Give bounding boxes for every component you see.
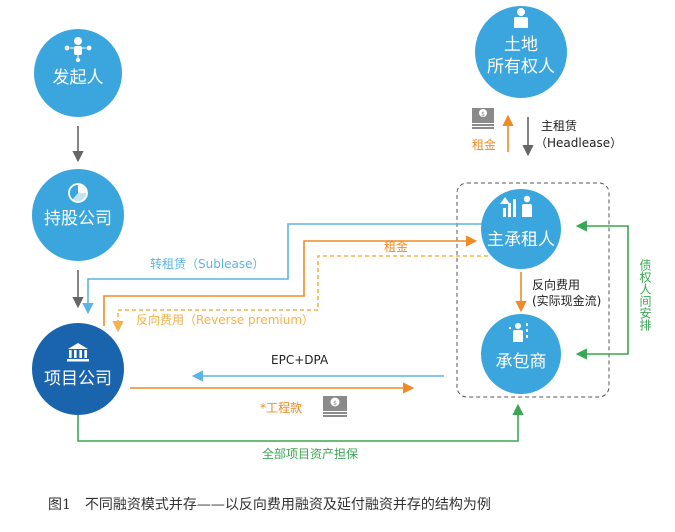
- edge-label-guarantee: 全部项目资产担保: [262, 446, 358, 461]
- edge-label-sublease: 转租赁（Sublease）: [150, 256, 265, 271]
- edge-label-reverse-cash-1: 反向费用: [532, 277, 580, 292]
- edge-label-creditor: 债权人间安排: [638, 259, 652, 331]
- people-network-icon: [64, 37, 92, 63]
- node-contractor: 承包商: [481, 314, 561, 394]
- reverse-premium-arrow: [112, 255, 488, 333]
- edge-label-rent-mid: 租金: [384, 239, 408, 254]
- worker-icon: [509, 323, 528, 342]
- node-label-landowner-1: 土地: [504, 35, 538, 55]
- node-initiator: 发起人: [34, 29, 122, 117]
- guarantee-arrow: [77, 403, 524, 442]
- edge-label-headlease-1: 主租赁: [541, 119, 577, 133]
- money-icon: $: [472, 108, 494, 129]
- node-holding: 持股公司: [32, 169, 124, 261]
- edge-label-epc: EPC+DPA: [271, 353, 329, 367]
- person-icon: [514, 8, 528, 28]
- node-label-project: 项目公司: [44, 369, 112, 389]
- edge-label-headlease-2: （Headlease）: [535, 136, 622, 150]
- svg-text:$: $: [481, 111, 485, 118]
- bank-icon: [67, 343, 89, 362]
- figure-caption: 图1 不同融资模式并存——以反向费用融资及延付融资并存的结构为例: [48, 497, 491, 513]
- rent-mid-arrow: [103, 235, 478, 326]
- node-label-initiator: 发起人: [53, 68, 104, 88]
- node-label-contractor: 承包商: [496, 352, 547, 372]
- node-label-lessee: 主承租人: [487, 230, 555, 250]
- node-label-holding: 持股公司: [44, 209, 112, 229]
- edge-label-reverse-premium: 反向费用（Reverse premium）: [136, 312, 314, 327]
- creditor-arrow-bottom: [575, 290, 629, 360]
- growth-person-icon: [500, 195, 532, 217]
- node-lessee: 主承租人: [481, 189, 561, 269]
- node-label-landowner-2: 所有权人: [487, 57, 555, 77]
- money-icon: $: [323, 396, 347, 417]
- lessee-group-box: [456, 182, 610, 398]
- node-landowner: 土地 所有权人: [475, 6, 567, 98]
- svg-text:$: $: [333, 400, 337, 407]
- pie-chart-icon: [68, 183, 88, 203]
- sublease-arrow: [82, 223, 486, 315]
- node-project: 项目公司: [32, 323, 124, 415]
- creditor-arrow-top: [575, 220, 629, 290]
- edge-label-rent-top: 租金: [472, 137, 496, 152]
- edge-label-reverse-cash-2: (实际现金流): [532, 293, 601, 308]
- edge-label-works: *工程款: [260, 400, 302, 415]
